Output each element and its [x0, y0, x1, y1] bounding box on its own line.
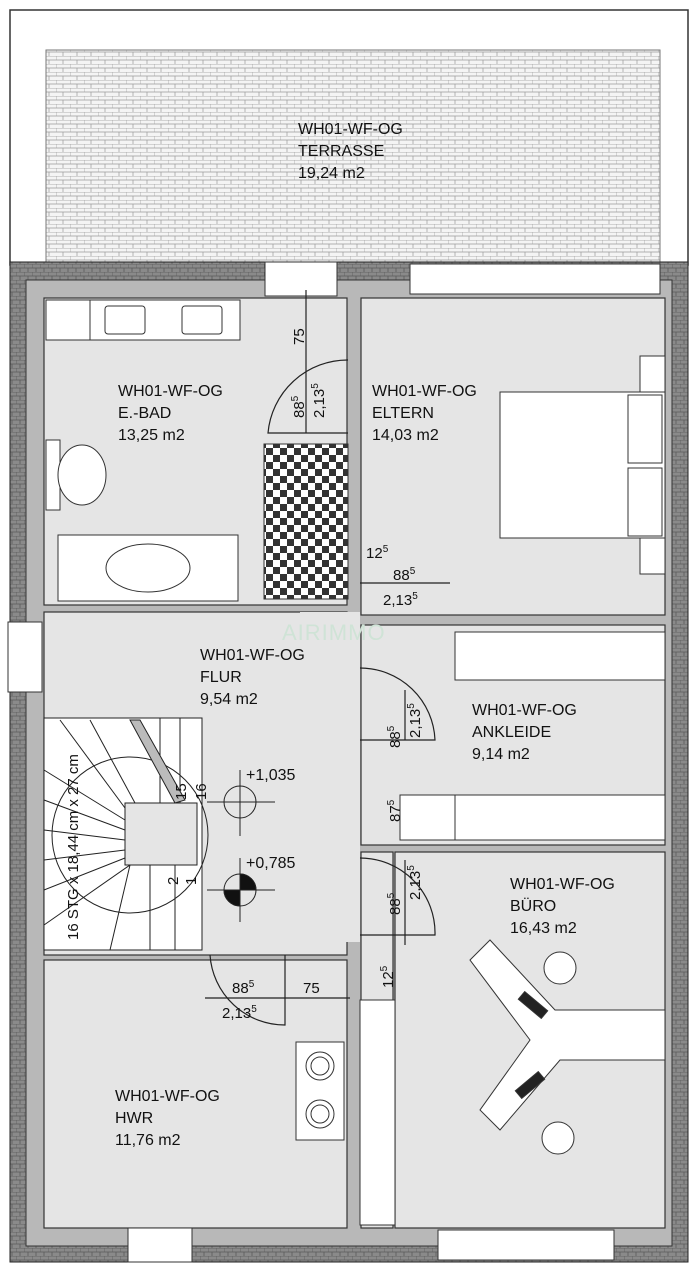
svg-text:14,03 m2: 14,03 m2 — [372, 427, 439, 444]
room-flur-hall[interactable] — [300, 612, 360, 942]
level-lower: +0,785 — [246, 855, 295, 872]
svg-text:13,25 m2: 13,25 m2 — [118, 427, 185, 444]
staircase — [43, 717, 209, 951]
stair-step-15: 15 — [173, 783, 190, 800]
door-swings — [205, 290, 450, 1026]
svg-text:WH01-WF-OG: WH01-WF-OG — [200, 647, 305, 664]
room-label-flur: WH01-WF-OG FLUR 9,54 m2 — [200, 647, 305, 708]
svg-text:125: 125 — [379, 965, 397, 988]
room-label-terrasse: WH01-WF-OG TERRASSE 19,24 m2 — [298, 121, 403, 182]
svg-text:875: 875 — [386, 799, 404, 822]
svg-text:TERRASSE: TERRASSE — [298, 143, 384, 160]
rooms — [43, 297, 666, 1229]
stair-step-16: 16 — [193, 783, 210, 800]
level-marker-icon — [207, 770, 275, 922]
stair-label: 16 STG x 18,44 cm x 27 cm — [65, 754, 82, 940]
bed-icon — [499, 355, 666, 575]
svg-text:2,135: 2,135 — [406, 703, 424, 738]
level-upper: +1,035 — [246, 767, 295, 784]
svg-text:ANKLEIDE: ANKLEIDE — [472, 724, 551, 741]
svg-text:ELTERN: ELTERN — [372, 405, 434, 422]
svg-text:9,54 m2: 9,54 m2 — [200, 691, 258, 708]
svg-text:885: 885 — [386, 725, 404, 748]
sink-icon — [181, 305, 223, 335]
svg-text:11,76 m2: 11,76 m2 — [115, 1132, 181, 1149]
terrace — [9, 9, 689, 266]
svg-text:2,135: 2,135 — [222, 1004, 257, 1022]
monitor-icon — [517, 990, 549, 1020]
svg-text:WH01-WF-OG: WH01-WF-OG — [510, 876, 615, 893]
svg-text:WH01-WF-OG: WH01-WF-OG — [115, 1088, 220, 1105]
sink-icon — [104, 305, 146, 335]
room-label-hwr: WH01-WF-OG HWR 11,76 m2 — [115, 1088, 220, 1149]
svg-text:885: 885 — [393, 566, 416, 584]
svg-text:885: 885 — [232, 979, 255, 997]
room-hwr[interactable] — [43, 959, 348, 1229]
svg-text:WH01-WF-OG: WH01-WF-OG — [472, 702, 577, 719]
svg-text:2,135: 2,135 — [406, 865, 424, 900]
chair-icon — [543, 951, 577, 985]
svg-text:125: 125 — [366, 544, 389, 562]
washer-dryer-icon — [295, 1041, 345, 1141]
watermark: AIRIMMO — [282, 620, 386, 645]
monitor-icon — [514, 1070, 546, 1100]
dimension-labels: 75 885 2,135 125 885 2,135 885 2,135 875… — [222, 328, 424, 1022]
shower-tiles — [263, 443, 349, 600]
svg-text:2,135: 2,135 — [310, 383, 328, 418]
svg-text:BÜRO: BÜRO — [510, 897, 556, 915]
toilet-icon — [57, 444, 107, 506]
svg-text:WH01-WF-OG: WH01-WF-OG — [372, 383, 477, 400]
svg-text:75: 75 — [303, 980, 320, 997]
wardrobe — [359, 631, 666, 1226]
windows — [7, 261, 661, 1263]
svg-text:HWR: HWR — [115, 1110, 153, 1127]
svg-text:2,135: 2,135 — [383, 591, 418, 609]
svg-text:E.-BAD: E.-BAD — [118, 405, 171, 422]
svg-text:19,24 m2: 19,24 m2 — [298, 165, 365, 182]
stair-step-2: 2 — [165, 877, 182, 885]
room-label-buero: WH01-WF-OG BÜRO 16,43 m2 — [510, 876, 615, 937]
svg-text:FLUR: FLUR — [200, 669, 242, 686]
room-label-e-bad: WH01-WF-OG E.-BAD 13,25 m2 — [118, 383, 223, 444]
svg-text:WH01-WF-OG: WH01-WF-OG — [298, 121, 403, 138]
svg-text:75: 75 — [291, 328, 308, 345]
svg-text:16,43 m2: 16,43 m2 — [510, 920, 577, 937]
room-label-eltern: WH01-WF-OG ELTERN 14,03 m2 — [372, 383, 477, 444]
stair-step-1: 1 — [183, 877, 200, 885]
svg-text:885: 885 — [386, 892, 404, 915]
bathroom-fixtures — [45, 299, 349, 602]
svg-text:WH01-WF-OG: WH01-WF-OG — [118, 383, 223, 400]
desk-icon — [469, 939, 666, 1155]
room-label-ankleide: WH01-WF-OG ANKLEIDE 9,14 m2 — [472, 702, 577, 763]
svg-text:9,14 m2: 9,14 m2 — [472, 746, 530, 763]
svg-text:885: 885 — [290, 395, 308, 418]
chair-icon — [541, 1121, 575, 1155]
